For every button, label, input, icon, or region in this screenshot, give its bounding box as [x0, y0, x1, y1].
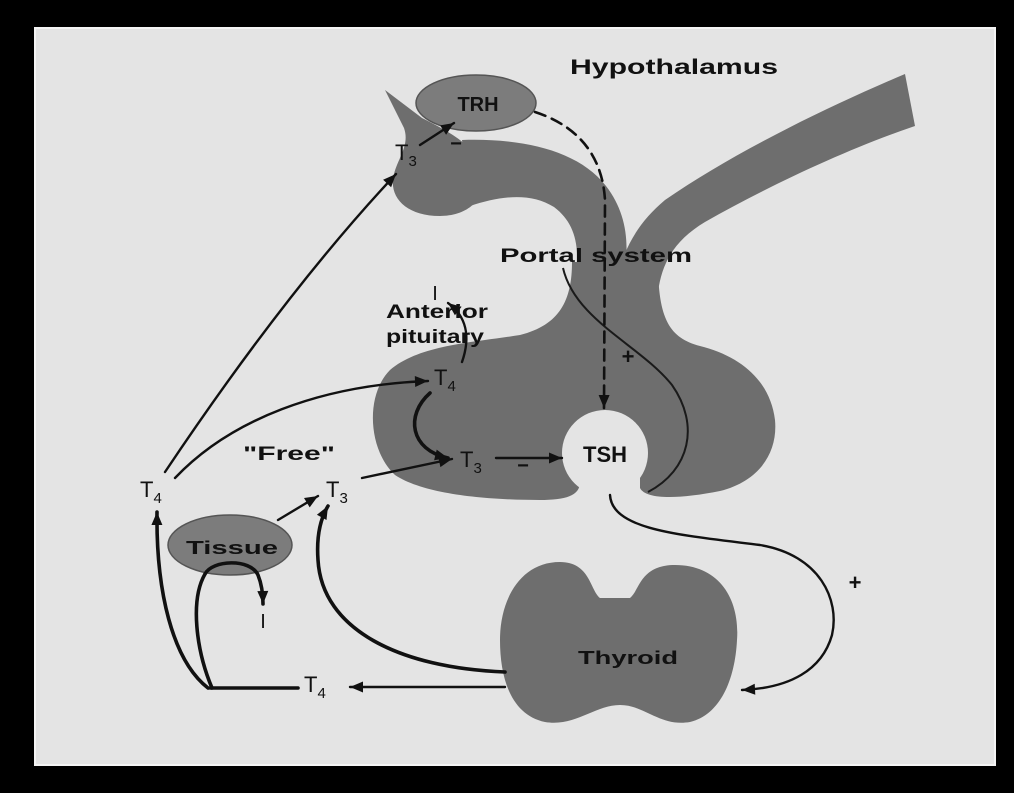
minus-sign-tsh: − [517, 455, 529, 477]
t3-pituitary-subscript: 3 [473, 460, 481, 477]
anterior-pituitary-label-line1: Anterior [386, 302, 489, 323]
t4-thyroid-letter: T [304, 672, 317, 697]
t3-free-letter: T [326, 477, 339, 502]
anterior-pituitary-label-line2: pituitary [386, 327, 485, 348]
t3-hypothalamus-subscript: 3 [408, 153, 416, 170]
trh-label: TRH [457, 94, 498, 116]
t4-pituitary-letter: T [434, 365, 447, 390]
tsh-pocket-opening [584, 470, 632, 502]
plus-sign-trh: + [622, 344, 635, 369]
t4-circulating-letter: T [140, 477, 153, 502]
iodide-pituitary-label: I [432, 283, 438, 305]
minus-sign-trh: − [450, 133, 462, 155]
t3-pituitary-letter: T [460, 447, 473, 472]
t4-pituitary-subscript: 4 [447, 378, 455, 395]
tsh-label: TSH [583, 442, 627, 467]
hypothalamus-label: Hypothalamus [570, 56, 778, 79]
free-label: "Free" [243, 444, 335, 465]
t3-free-subscript: 3 [339, 490, 347, 507]
portal-system-label: Portal system [500, 246, 692, 267]
t3-hypothalamus-letter: T [395, 140, 408, 165]
thyroid-label: Thyroid [578, 648, 678, 668]
iodide-tissue-label: I [260, 611, 266, 633]
plus-sign-tsh: + [849, 570, 862, 595]
tissue-label: Tissue [186, 538, 278, 558]
t4-circulating-subscript: 4 [153, 490, 161, 507]
t4-thyroid-subscript: 4 [317, 685, 325, 702]
